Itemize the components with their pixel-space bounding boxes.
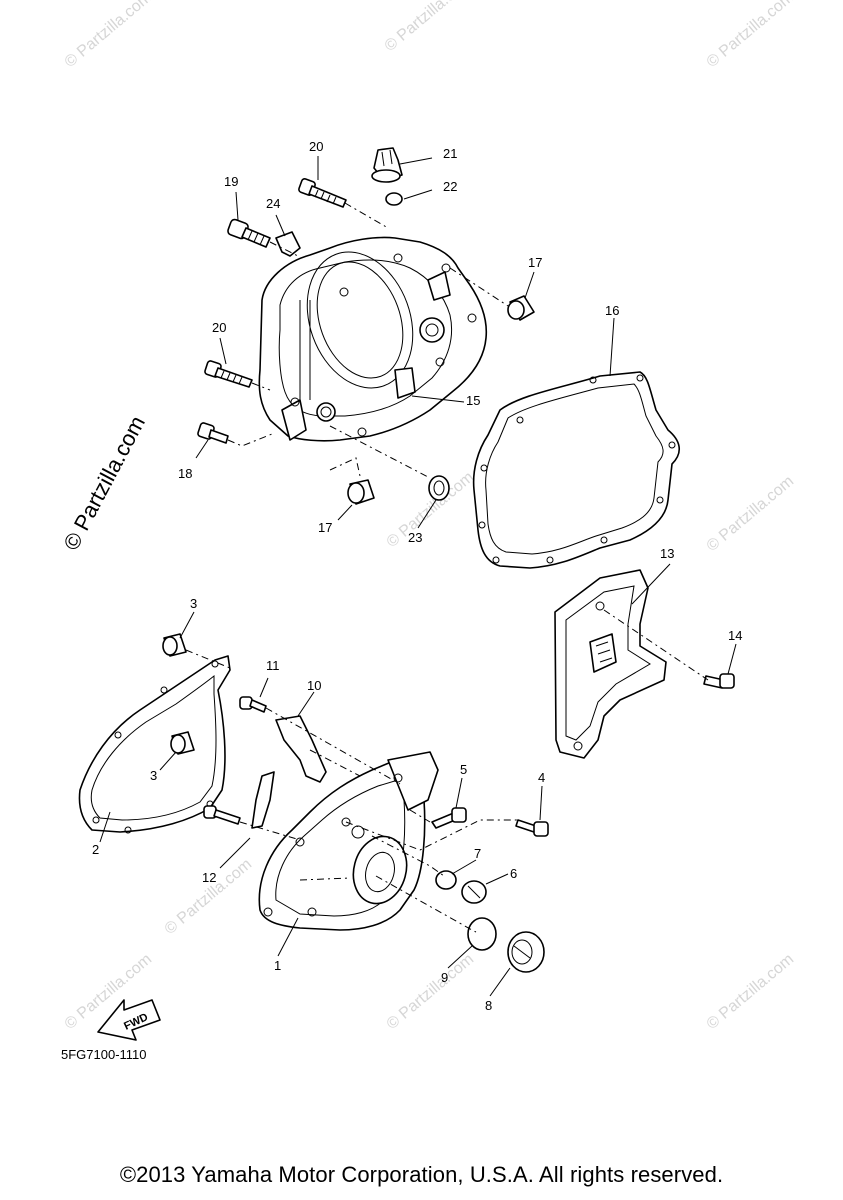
label-11: 11 [266, 658, 280, 673]
bolt-20-top [298, 178, 347, 208]
bolt-5 [431, 807, 467, 829]
label-20: 20 [309, 139, 323, 154]
leader-lines-upper [195, 156, 615, 529]
plug-8 [507, 931, 545, 973]
watermark: © Partzilla.com [704, 0, 798, 71]
watermark: © Partzilla.com [62, 0, 156, 71]
label-15: 15 [466, 393, 480, 408]
o-ring-7 [435, 870, 457, 890]
bolt-18 [197, 422, 229, 444]
watermark-group: © Partzilla.com © Partzilla.com © Partzi… [62, 0, 798, 1033]
gasket-16 [472, 371, 680, 569]
label-16: 16 [605, 303, 619, 318]
label-12: 12 [202, 870, 216, 885]
oil-filler-plug-21 [371, 147, 403, 183]
bolt-12-fastener [203, 805, 241, 825]
crankcase-cover-1 [258, 751, 439, 931]
label-17b: 17 [318, 520, 332, 535]
oil-seal-23 [428, 475, 450, 501]
label-3b: 3 [150, 768, 157, 783]
label-23: 23 [408, 530, 422, 545]
bolt-4 [515, 819, 549, 837]
watermark: © Partzilla.com [384, 951, 478, 1033]
label-6: 6 [510, 866, 517, 881]
label-24: 24 [266, 196, 280, 211]
label-3: 3 [190, 596, 197, 611]
watermark: © Partzilla.com [382, 0, 476, 55]
label-13: 13 [660, 546, 674, 561]
part-labels: 1 2 3 3 4 5 6 7 8 9 10 11 12 13 14 15 16… [92, 139, 742, 1013]
gasket-2 [78, 655, 231, 834]
bolt-20-left [204, 360, 253, 388]
o-ring-9 [467, 917, 497, 951]
leader-lines-lower [99, 563, 737, 997]
watermark: © Partzilla.com [704, 473, 798, 555]
label-5: 5 [460, 762, 467, 777]
dowel-pin-3-lower [170, 731, 195, 755]
label-7: 7 [474, 846, 481, 861]
clamp-24 [275, 231, 301, 257]
diagram-code: 5FG7100-1110 [61, 1047, 147, 1062]
label-21: 21 [443, 146, 457, 161]
bolt-14 [703, 673, 735, 689]
copyright-notice: ©2013 Yamaha Motor Corporation, U.S.A. A… [119, 1162, 724, 1187]
label-9: 9 [441, 970, 448, 985]
label-10: 10 [307, 678, 321, 693]
fwd-arrow-icon: FWD [97, 999, 161, 1041]
label-2: 2 [92, 842, 99, 857]
label-8: 8 [485, 998, 492, 1013]
label-4: 4 [538, 770, 545, 785]
sprocket-cover-13 [554, 569, 667, 759]
dowel-pin-17-upper [507, 295, 535, 321]
bracket-10 [275, 715, 327, 783]
clamp-12 [251, 771, 275, 829]
watermark: © Partzilla.com [162, 856, 256, 938]
side-watermark: © Partzilla.com [58, 412, 150, 555]
label-20b: 20 [212, 320, 226, 335]
crankcase-cover-15 [258, 236, 488, 442]
watermark: © Partzilla.com [704, 951, 798, 1033]
label-14: 14 [728, 628, 742, 643]
o-ring-22 [385, 192, 403, 206]
plug-6 [461, 880, 487, 904]
label-22: 22 [443, 179, 457, 194]
bolt-19 [227, 218, 271, 248]
label-18: 18 [178, 466, 192, 481]
label-19: 19 [224, 174, 238, 189]
bolt-11 [239, 696, 267, 713]
dowel-pin-3-upper [162, 633, 187, 657]
label-17: 17 [528, 255, 542, 270]
label-1: 1 [274, 958, 281, 973]
dowel-pin-17-lower [347, 479, 375, 505]
